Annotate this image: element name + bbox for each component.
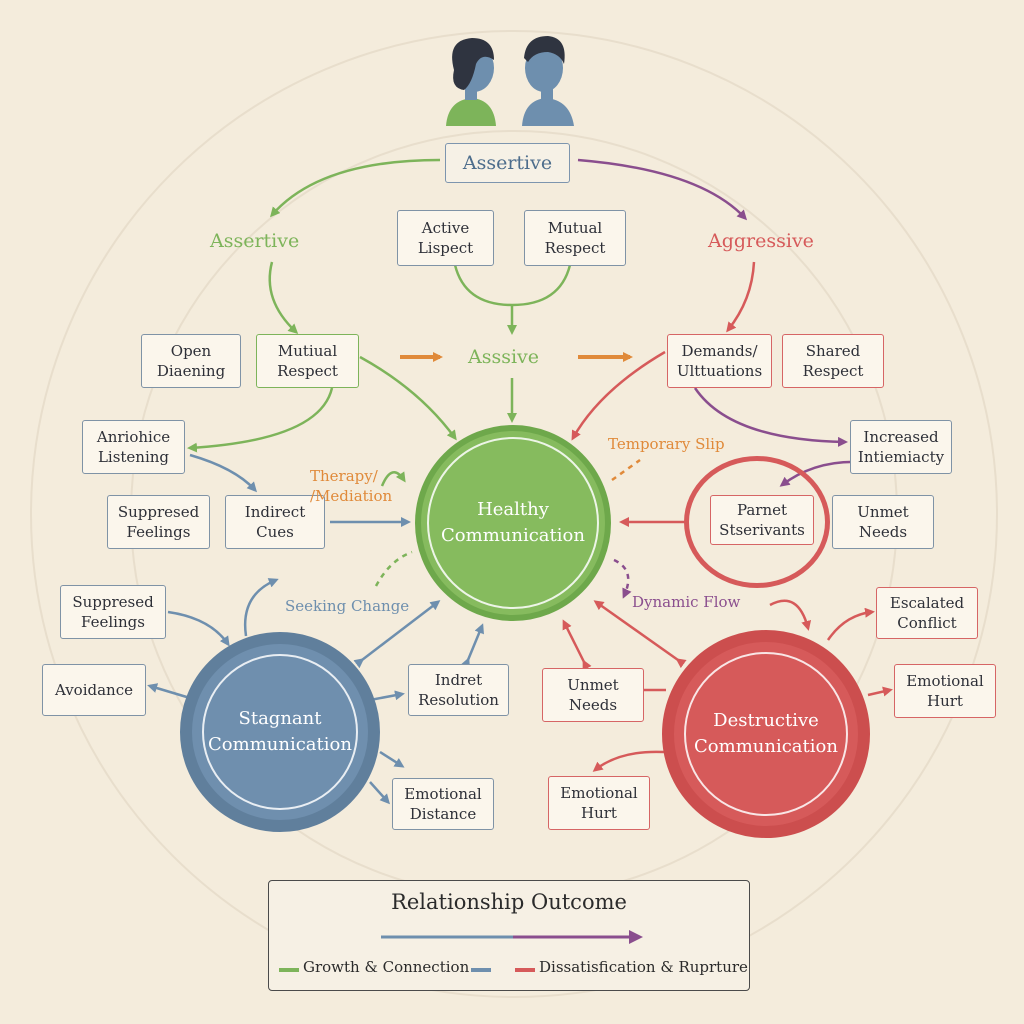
arrow-stagnant-to-distance-2	[379, 750, 405, 768]
emotional-hurt-low-box[interactable]: Emotional Hurt	[548, 776, 650, 830]
dashed-temporary	[611, 458, 641, 482]
parnet-ring	[684, 456, 830, 588]
arrow-stagnant-to-resolution	[369, 690, 405, 702]
legend: Relationship Outcome Growth & Connection…	[268, 880, 750, 991]
arrow-top-to-aggressive	[577, 158, 748, 221]
arrow-destructive-to-healthy	[593, 600, 687, 669]
unmet-needs-low-box[interactable]: Unmet Needs	[542, 668, 644, 722]
escalated-conflict-box[interactable]: Escalated Conflict	[876, 587, 978, 639]
therapy-note: Therapy/ /Mediation	[310, 467, 393, 505]
mutual-respect-left-box[interactable]: Mutiual Respect	[256, 334, 359, 388]
indirect-resolution-box[interactable]: Indret Resolution	[408, 664, 509, 716]
open-dialogue-box[interactable]: Open Diaening	[141, 334, 241, 388]
legend-growth-swatch	[279, 968, 299, 972]
link-top-boxes	[453, 264, 572, 307]
demands-box[interactable]: Demands/ Ulttuations	[667, 334, 772, 388]
arrow-respect-to-listening	[187, 387, 334, 453]
passive-label: Asssive	[468, 346, 540, 368]
couple-icon	[446, 36, 574, 126]
active-listening-left-box[interactable]: Anriohice Listening	[82, 420, 185, 474]
avoidance-box[interactable]: Avoidance	[42, 664, 146, 716]
shared-respect-box[interactable]: Shared Respect	[782, 334, 884, 388]
emotional-hurt-right-box[interactable]: Emotional Hurt	[894, 664, 996, 718]
legend-stagnant-swatch	[471, 968, 491, 972]
destructive-hub-ring	[684, 652, 848, 816]
arrow-demands-to-intimacy	[693, 387, 848, 447]
arrow-resolution-to-healthy	[460, 623, 484, 669]
legend-title: Relationship Outcome	[391, 890, 627, 914]
arrow-destructive-to-escalated	[826, 607, 875, 641]
suppressed-feelings-low-box[interactable]: Suppresed Feelings	[60, 585, 166, 639]
assertive-label: Assertive	[210, 230, 300, 252]
arrow-therapy-loop	[380, 471, 406, 487]
dashed-dynamic	[613, 558, 632, 599]
dashed-seeking	[374, 550, 413, 587]
stagnant-hub-ring	[202, 654, 358, 810]
legend-rupture-swatch	[515, 968, 535, 972]
arrow-assertive-to-respect	[268, 261, 299, 335]
arrow-seeking-loop	[243, 578, 279, 637]
unmet-needs-right-box[interactable]: Unmet Needs	[832, 495, 934, 549]
temporary-slip-note: Temporary Slip	[608, 435, 725, 453]
arrow-respect-to-healthy	[359, 355, 457, 441]
arrow-listening-to-cues	[189, 453, 258, 493]
parnet-servants-box[interactable]: Parnet Stserivants	[710, 495, 814, 545]
dynamic-flow-note: Dynamic Flow	[632, 593, 741, 611]
indirect-cues-box[interactable]: Indirect Cues	[225, 495, 325, 549]
mutual-respect-top-box[interactable]: Mutual Respect	[524, 210, 626, 266]
healthy-hub[interactable]: Healthy Communication	[415, 425, 611, 621]
legend-growth-label: Growth & Connection	[303, 958, 470, 976]
healthy-hub-ring	[427, 437, 599, 609]
background-ring-outer	[30, 30, 998, 998]
arrow-stagnant-to-distance	[369, 781, 391, 805]
arrow-destructive-to-hurt-low	[592, 750, 665, 772]
aggressive-label: Aggressive	[708, 230, 814, 252]
arrow-stagnant-to-avoidance	[147, 683, 191, 700]
stagnant-hub-label: Stagnant Communication	[208, 708, 352, 755]
arrow-demands-to-healthy	[571, 350, 666, 441]
top-assertive-box[interactable]: Assertive	[445, 143, 570, 183]
legend-outcome-arrow	[381, 930, 643, 944]
arrow-stagnant-to-healthy	[353, 600, 441, 669]
stagnant-hub[interactable]: Stagnant Communication	[180, 632, 380, 832]
arrow-destructive-to-hurt-right	[867, 686, 893, 697]
destructive-hub[interactable]: Destructive Communication	[662, 630, 870, 838]
increased-intimacy-box[interactable]: Increased Intiemiacty	[850, 420, 952, 474]
arrow-unmet-to-healthy	[562, 619, 592, 671]
suppressed-feelings-left-box[interactable]: Suppresed Feelings	[107, 495, 210, 549]
seeking-change-note: Seeking Change	[285, 597, 410, 615]
arrow-destructive-loop	[769, 599, 812, 631]
arrow-aggressive-to-demands	[726, 261, 756, 333]
emotional-distance-box[interactable]: Emotional Distance	[392, 778, 494, 830]
arrow-suppressed-to-stagnant	[167, 610, 230, 647]
legend-rupture-label: Dissatisfication & Ruprture	[539, 958, 748, 976]
arrow-top-to-assertive	[270, 158, 441, 218]
healthy-hub-label: Healthy Communication	[441, 499, 585, 546]
active-listening-box[interactable]: Active Lispect	[397, 210, 494, 266]
destructive-hub-label: Destructive Communication	[694, 710, 838, 757]
